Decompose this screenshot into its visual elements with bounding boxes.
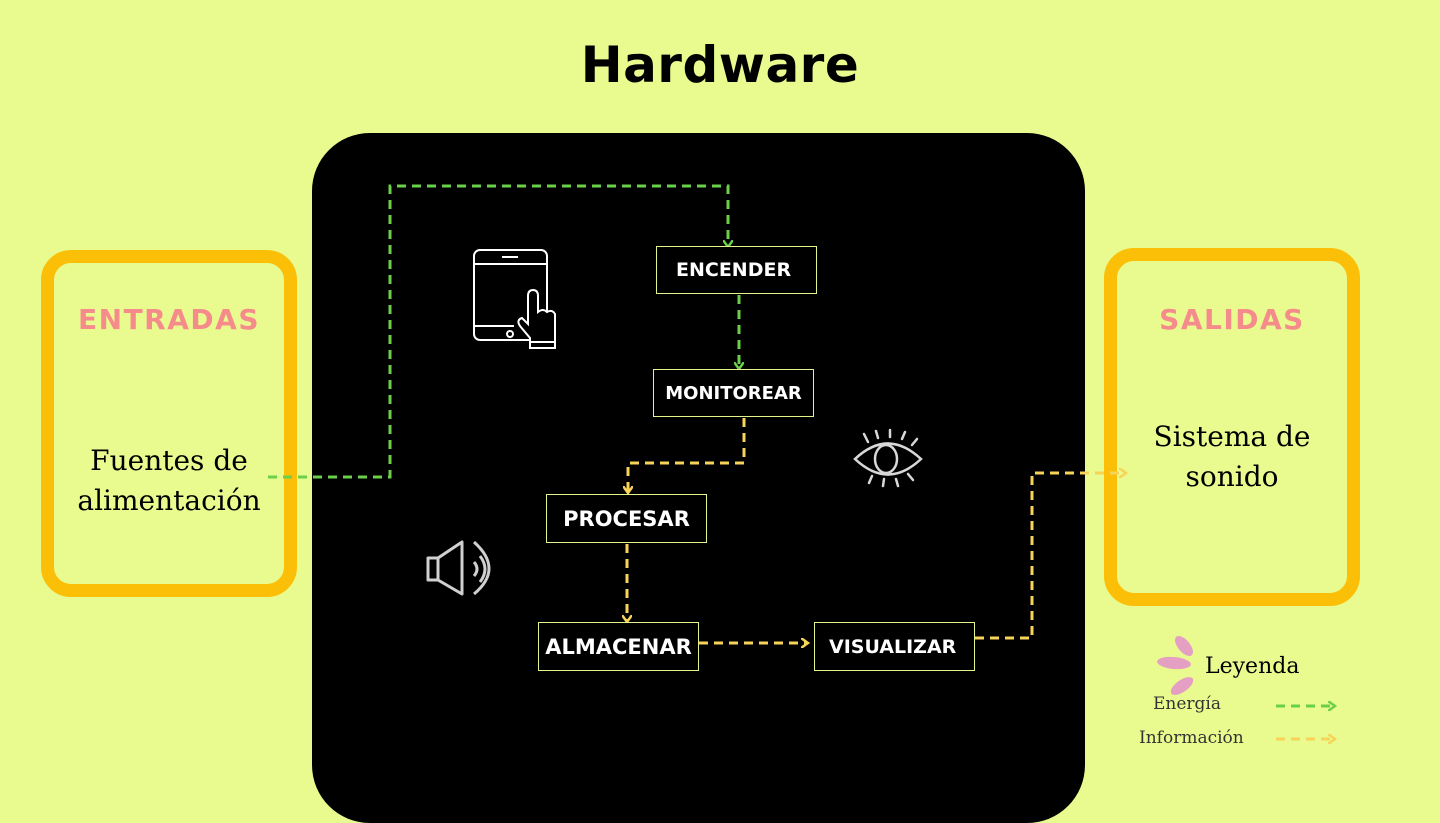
step-procesar: PROCESAR <box>546 494 707 543</box>
step-encender-label: ENCENDER <box>676 259 792 281</box>
legend-energy-label: Energía <box>1153 694 1221 714</box>
entradas-frame: ENTRADAS Fuentes de alimentación <box>41 250 297 597</box>
eye-icon <box>853 428 923 488</box>
step-almacenar-label: ALMACENAR <box>545 634 692 659</box>
salidas-text: Sistema de sonido <box>1117 417 1347 497</box>
step-visualizar-label: VISUALIZAR <box>829 635 957 658</box>
entradas-text-line1: Fuentes de <box>90 444 248 477</box>
entradas-text: Fuentes de alimentación <box>54 441 284 521</box>
step-visualizar: VISUALIZAR <box>814 622 975 671</box>
step-almacenar: ALMACENAR <box>538 622 699 671</box>
petal-icon <box>1157 636 1194 695</box>
entradas-text-line2: alimentación <box>77 484 261 517</box>
step-procesar-label: PROCESAR <box>563 506 690 531</box>
legend-title: Leyenda <box>1205 654 1300 679</box>
salidas-frame: SALIDAS Sistema de sonido <box>1104 248 1360 606</box>
info-line-visualizar-salidas <box>975 473 1125 640</box>
step-monitorear: MONITOREAR <box>653 369 814 417</box>
step-encender: ENCENDER <box>656 246 817 294</box>
legend-info-label: Información <box>1139 728 1244 748</box>
speaker-icon <box>426 540 491 596</box>
info-line-monitorear-procesar <box>628 418 746 492</box>
energy-line-main <box>268 184 728 479</box>
salidas-heading: SALIDAS <box>1159 303 1305 336</box>
entradas-heading: ENTRADAS <box>78 303 260 336</box>
page-title: Hardware <box>580 36 860 94</box>
salidas-text-line1: Sistema de <box>1153 420 1311 453</box>
tablet-touch-icon <box>473 249 556 349</box>
salidas-text-line2: sonido <box>1185 460 1279 493</box>
step-monitorear-label: MONITOREAR <box>665 382 802 404</box>
